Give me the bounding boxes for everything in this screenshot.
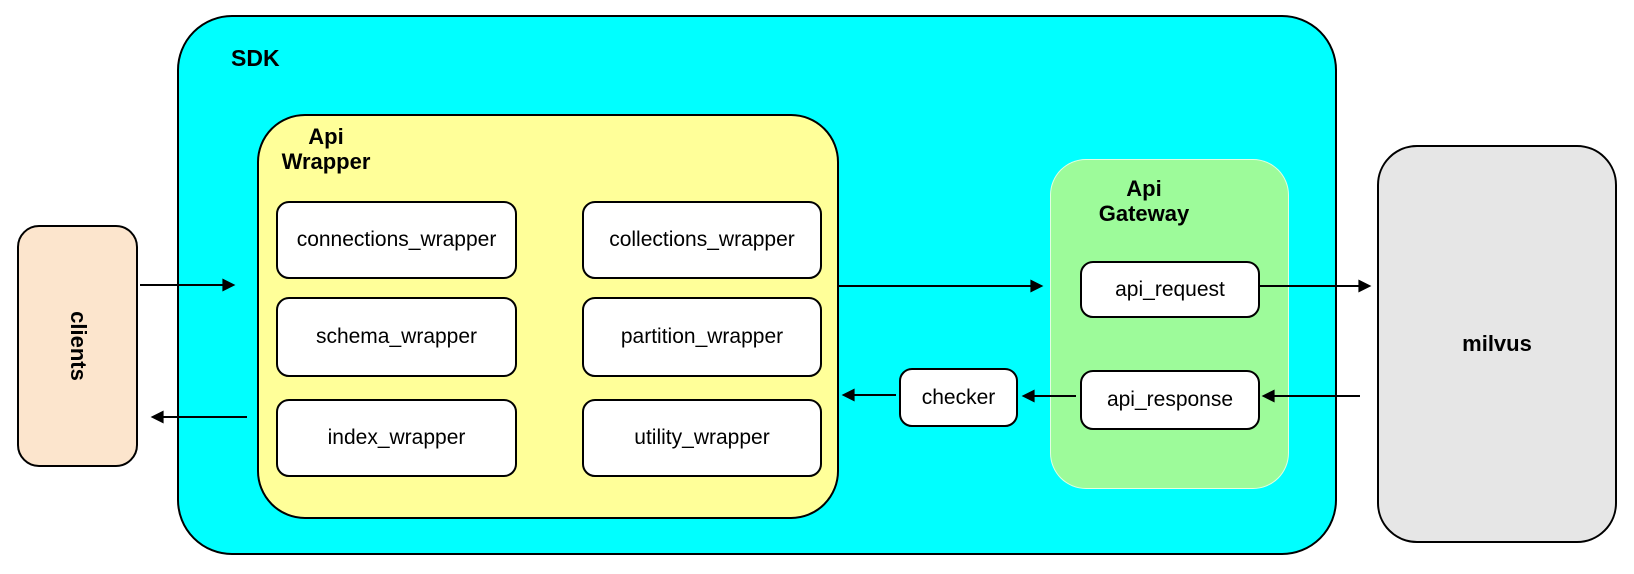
node-api-wrapper: Api Wrapper connections_wrapper collecti… xyxy=(257,114,839,519)
node-index-wrapper: index_wrapper xyxy=(276,399,517,477)
api-wrapper-label: Api Wrapper xyxy=(281,124,371,175)
node-utility-wrapper: utility_wrapper xyxy=(582,399,822,477)
node-api-response: api_response xyxy=(1080,370,1260,430)
node-api-gateway: Api Gateway api_request api_response xyxy=(1050,159,1289,489)
node-clients: clients xyxy=(17,225,138,467)
node-checker: checker xyxy=(899,368,1018,427)
sdk-label: SDK xyxy=(231,45,280,71)
node-partition-wrapper: partition_wrapper xyxy=(582,297,822,377)
node-schema-wrapper: schema_wrapper xyxy=(276,297,517,377)
node-milvus: milvus xyxy=(1377,145,1617,543)
api-gateway-label: Api Gateway xyxy=(1098,176,1190,227)
node-collections-wrapper: collections_wrapper xyxy=(582,201,822,279)
clients-label: clients xyxy=(65,311,91,381)
node-api-request: api_request xyxy=(1080,261,1260,318)
node-connections-wrapper: connections_wrapper xyxy=(276,201,517,279)
node-sdk: SDK Api Wrapper connections_wrapper coll… xyxy=(177,15,1337,555)
